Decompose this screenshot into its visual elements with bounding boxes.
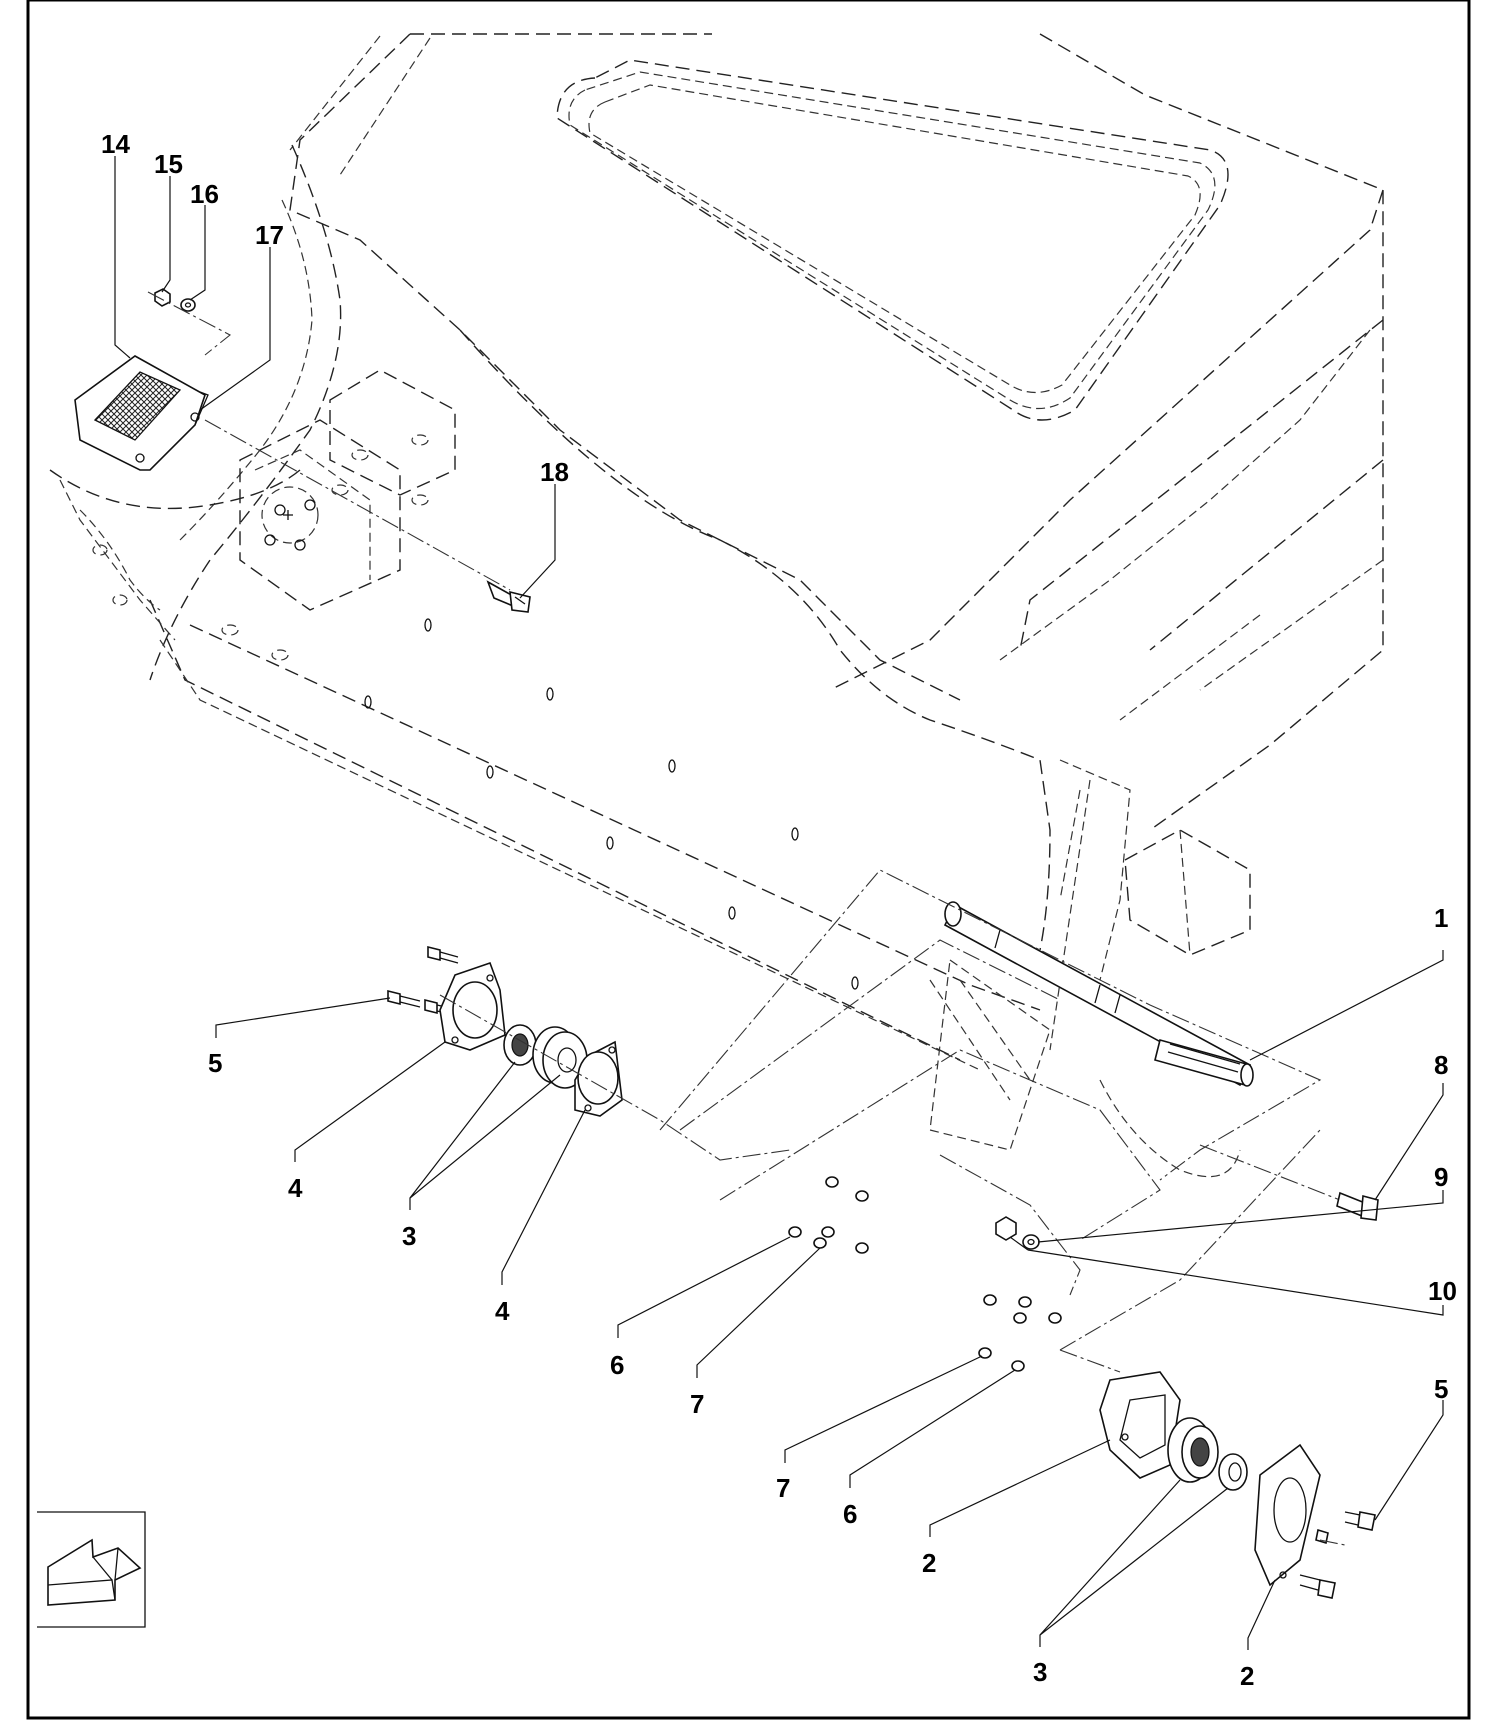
assembly-line-left-bearing <box>439 994 791 1161</box>
callout-7-lower: 7 <box>776 1473 790 1503</box>
callout-labels: 14 15 16 17 18 1 8 9 10 5 4 3 4 6 7 7 6 … <box>101 129 1457 1691</box>
callout-7-center: 7 <box>690 1389 704 1419</box>
machine-housing <box>49 33 1384 1071</box>
callout-15: 15 <box>154 149 183 179</box>
callout-5-left: 5 <box>208 1048 222 1078</box>
flange-2-right <box>1254 1443 1321 1587</box>
drawing-frame <box>26 0 1471 1720</box>
callout-14: 14 <box>101 129 130 159</box>
shaft-1 <box>943 901 1254 1087</box>
assembly-line-17-18 <box>204 419 511 591</box>
callout-17: 17 <box>255 220 284 250</box>
callout-1: 1 <box>1434 903 1448 933</box>
flange-4-right <box>574 1040 623 1117</box>
flange-2-left <box>1099 1371 1181 1479</box>
flange-4-left <box>439 961 506 1051</box>
bolt-8 <box>1199 1144 1379 1221</box>
assembly-line-right-bearing <box>1059 1349 1346 1546</box>
nut-15 <box>154 288 171 307</box>
left-bracket <box>92 369 456 661</box>
callout-2-right: 2 <box>1240 1661 1254 1691</box>
bearing-3-right <box>1167 1417 1248 1491</box>
center-frame <box>659 869 1322 1351</box>
bolt-18 <box>486 580 531 613</box>
bolts-5-left <box>387 945 459 1015</box>
callout-4-right: 4 <box>495 1296 510 1326</box>
nut-9 <box>995 1216 1017 1241</box>
leader-lines <box>114 156 1444 1650</box>
washer-10 <box>1022 1234 1040 1250</box>
callout-3-left: 3 <box>402 1221 416 1251</box>
callout-16: 16 <box>190 179 219 209</box>
callout-6-center: 6 <box>610 1350 624 1380</box>
callout-4-left: 4 <box>288 1173 303 1203</box>
callout-3-right: 3 <box>1033 1657 1047 1687</box>
callout-10: 10 <box>1428 1276 1457 1306</box>
callout-6-lower: 6 <box>843 1499 857 1529</box>
direction-arrow-icon <box>37 1511 146 1628</box>
callout-2-left: 2 <box>922 1548 936 1578</box>
assembly-line-15-16 <box>147 291 232 356</box>
bolts-5-right <box>1299 1511 1376 1599</box>
body-slots <box>364 618 859 990</box>
callout-18: 18 <box>540 457 569 487</box>
callout-9: 9 <box>1434 1162 1448 1192</box>
callout-8: 8 <box>1434 1050 1448 1080</box>
washer-16 <box>180 298 196 312</box>
nuts-washers-center <box>788 1176 1062 1372</box>
bearing-3-left <box>503 1024 588 1089</box>
callout-5-right: 5 <box>1434 1374 1448 1404</box>
reflector-14 <box>74 355 209 471</box>
